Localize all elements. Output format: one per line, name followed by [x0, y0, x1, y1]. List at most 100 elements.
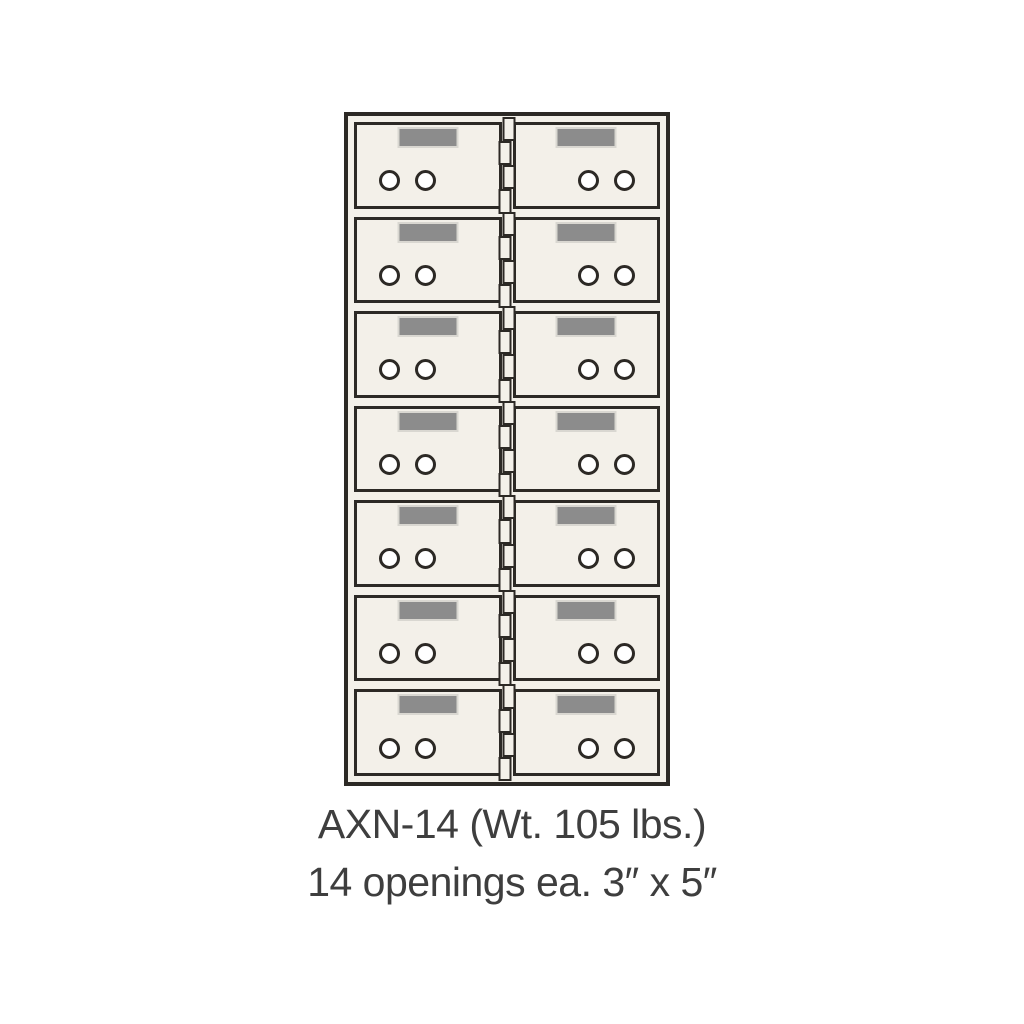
nameplate [557, 223, 615, 241]
locker-door-right [512, 405, 660, 493]
nameplate [557, 318, 615, 336]
keyhole-icon [379, 453, 400, 475]
hinge-knuckle [498, 708, 512, 733]
hinge-knuckle [502, 211, 516, 236]
locker-door-left [354, 500, 502, 587]
hinge-knuckle [502, 684, 516, 709]
locker-door-left [354, 216, 502, 304]
keyhole-icon [379, 359, 400, 381]
safe-deposit-box-cabinet [344, 112, 670, 786]
keyhole-icon [578, 737, 599, 759]
keyhole-icon [614, 359, 635, 381]
hinge-knuckle [502, 259, 516, 284]
hinge-knuckle [498, 567, 512, 592]
keyhole-icon [614, 737, 635, 759]
keyhole-icon [578, 548, 599, 570]
nameplate [399, 601, 457, 619]
keyhole-icon [415, 642, 436, 664]
keyhole-icon [578, 170, 599, 192]
keyhole-icon [614, 642, 635, 664]
locker-door-right [512, 689, 660, 777]
keyhole-icon [379, 642, 400, 664]
keyhole-icon [415, 359, 436, 381]
hinge-knuckle [502, 543, 516, 568]
hinge-knuckle [498, 614, 512, 639]
piano-hinge [498, 306, 516, 403]
locker-door-right [512, 122, 660, 209]
hinge-knuckle [502, 117, 516, 142]
locker-door-right [512, 311, 660, 398]
hinge-knuckle [502, 165, 516, 190]
locker-row [354, 684, 660, 782]
hinge-knuckle [498, 424, 512, 450]
keyhole-icon [614, 548, 635, 570]
locker-door-right [512, 216, 660, 304]
doors-grid [354, 117, 660, 782]
locker-door-right [512, 500, 660, 587]
locker-door-left [354, 311, 502, 398]
locker-door-left [354, 594, 502, 682]
hinge-knuckle [498, 378, 512, 403]
hinge-knuckle [498, 284, 512, 309]
nameplate [557, 129, 615, 146]
keyhole-icon [614, 264, 635, 286]
hinge-knuckle [498, 473, 512, 498]
nameplate [399, 412, 457, 430]
piano-hinge [498, 117, 516, 214]
nameplate [399, 129, 457, 146]
hinge-knuckle [502, 638, 516, 663]
piano-hinge [498, 589, 516, 687]
locker-row [354, 306, 660, 403]
locker-row [354, 211, 660, 309]
keyhole-icon [415, 453, 436, 475]
hinge-knuckle [502, 495, 516, 520]
hinge-knuckle [498, 519, 512, 544]
hinge-knuckle [498, 756, 512, 782]
hinge-knuckle [502, 354, 516, 379]
keyhole-icon [415, 737, 436, 759]
hinge-knuckle [502, 449, 516, 474]
locker-door-left [354, 689, 502, 777]
model-weight-caption: AXN-14 (Wt. 105 lbs.) [317, 801, 707, 847]
locker-door-left [354, 122, 502, 209]
nameplate [557, 507, 615, 525]
hinge-knuckle [498, 141, 512, 166]
hinge-knuckle [502, 732, 516, 757]
keyhole-icon [614, 453, 635, 475]
keyhole-icon [415, 264, 436, 286]
keyhole-icon [379, 264, 400, 286]
nameplate [557, 601, 615, 619]
keyhole-icon [415, 170, 436, 192]
piano-hinge [498, 495, 516, 592]
locker-row [354, 495, 660, 592]
nameplate [557, 696, 615, 714]
keyhole-icon [614, 170, 635, 192]
hinge-knuckle [498, 189, 512, 214]
locker-row [354, 117, 660, 214]
keyhole-icon [578, 264, 599, 286]
hinge-knuckle [498, 662, 512, 687]
nameplate [399, 696, 457, 714]
nameplate [399, 318, 457, 336]
nameplate [399, 507, 457, 525]
openings-size-caption: 14 openings ea. 3″ x 5″ [307, 859, 717, 905]
locker-door-left [354, 405, 502, 493]
hinge-knuckle [498, 235, 512, 260]
nameplate [557, 412, 615, 430]
hinge-knuckle [502, 306, 516, 331]
piano-hinge [498, 211, 516, 309]
keyhole-icon [578, 453, 599, 475]
keyhole-icon [578, 359, 599, 381]
piano-hinge [498, 684, 516, 782]
hinge-knuckle [502, 589, 516, 615]
locker-row [354, 400, 660, 498]
piano-hinge [498, 400, 516, 498]
keyhole-icon [379, 548, 400, 570]
caption: AXN-14 (Wt. 105 lbs.) 14 openings ea. 3″… [0, 795, 1024, 911]
keyhole-icon [379, 170, 400, 192]
nameplate [399, 223, 457, 241]
keyhole-icon [415, 548, 436, 570]
hinge-knuckle [502, 400, 516, 425]
locker-row [354, 589, 660, 687]
